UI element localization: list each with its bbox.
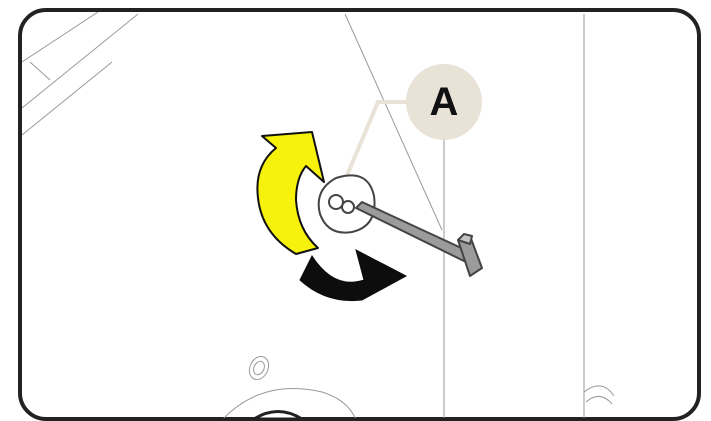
screw-hole-outline bbox=[253, 360, 265, 376]
callout-bubble bbox=[406, 64, 482, 140]
screw-head bbox=[328, 194, 344, 210]
rotation-arrow-lower bbox=[299, 249, 408, 302]
bottom-right-detail bbox=[585, 396, 613, 405]
panel-edge-line bbox=[22, 13, 139, 109]
panel-edge-line bbox=[22, 12, 99, 63]
bottom-contour bbox=[221, 388, 357, 418]
panel-edge-line bbox=[29, 61, 51, 81]
rotation-arrow-upper bbox=[256, 131, 325, 255]
bottom-right-detail bbox=[583, 385, 615, 397]
screw-hole-outline bbox=[248, 355, 270, 381]
panel-edge-line bbox=[22, 61, 113, 136]
callout-leader-line bbox=[338, 100, 410, 193]
screw-plate bbox=[317, 174, 376, 234]
chassis-edge-line bbox=[344, 13, 443, 231]
hex-key-wrench bbox=[355, 201, 483, 277]
screw-head bbox=[341, 200, 355, 214]
line-art bbox=[22, 12, 615, 418]
frame-bottom-tab bbox=[248, 410, 308, 421]
